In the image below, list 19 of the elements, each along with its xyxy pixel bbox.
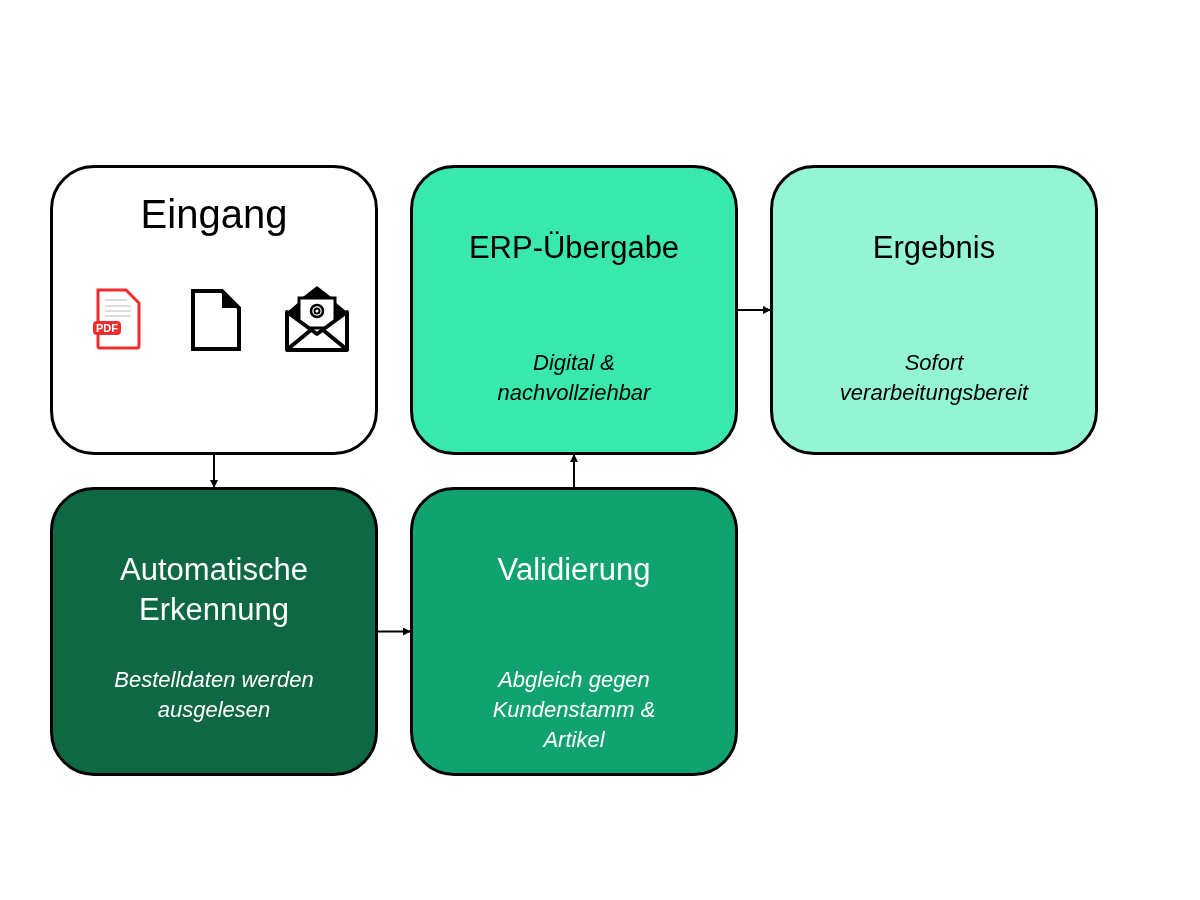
box-description: Sofort verarbeitungsbereit: [838, 349, 1030, 407]
box-heading: ERP-Übergabe: [467, 229, 681, 267]
arrow: [737, 306, 771, 314]
box-heading: Automatische Erkennung: [119, 551, 309, 629]
box-heading: Validierung: [496, 551, 652, 589]
box-description: Digital & nachvollziehbar: [496, 349, 652, 407]
process-box: [410, 165, 738, 455]
box-heading: Eingang: [139, 191, 289, 238]
process-box: [50, 165, 378, 455]
process-box: [770, 165, 1098, 455]
process-box: [410, 487, 738, 776]
arrow: [377, 627, 411, 636]
box-description: Bestelldaten werden ausgelesen: [113, 666, 315, 724]
box-heading: Ergebnis: [871, 229, 997, 267]
arrow: [570, 454, 578, 488]
arrow: [210, 454, 218, 488]
box-description: Abgleich gegen Kundenstamm & Artikel: [491, 666, 657, 754]
pdf-tag: PDF: [93, 321, 121, 335]
process-box: [50, 487, 378, 776]
